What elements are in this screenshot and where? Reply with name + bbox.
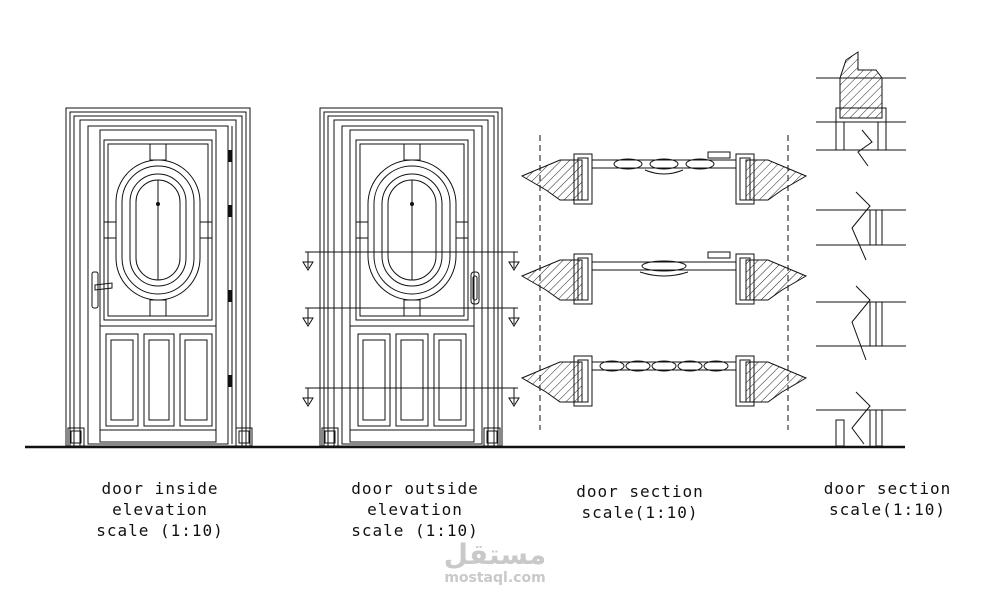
door-section-plan: [520, 135, 808, 430]
caption-line: door section: [823, 479, 952, 498]
caption-door-section-vertical: door section scale(1:10): [800, 478, 975, 520]
door-section-vertical: [816, 51, 906, 447]
plan-section-1: [520, 151, 808, 205]
caption-door-inside: door inside elevation scale (1:10): [80, 478, 240, 541]
door-outside-elevation: [302, 107, 520, 447]
section-cut-lines: [302, 251, 520, 407]
caption-line: scale (1:10): [96, 521, 224, 540]
caption-line: door section: [576, 482, 704, 501]
caption-line: elevation: [112, 500, 208, 519]
door-inside-elevation: [65, 107, 253, 447]
caption-line: door outside: [351, 479, 479, 498]
watermark: مستقل mostaql.com: [395, 538, 595, 587]
plan-section-2: [520, 251, 808, 305]
caption-line: elevation: [367, 500, 463, 519]
watermark-latin: mostaql.com: [444, 570, 546, 586]
caption-line: scale(1:10): [829, 500, 946, 519]
caption-line: scale (1:10): [351, 521, 479, 540]
plan-section-3: [520, 355, 808, 407]
caption-line: door inside: [101, 479, 219, 498]
caption-door-outside: door outside elevation scale (1:10): [330, 478, 500, 541]
watermark-arabic: مستقل: [443, 538, 547, 571]
caption-line: scale(1:10): [581, 503, 699, 522]
caption-door-section-plan: door section scale(1:10): [555, 481, 725, 523]
hinge-marks: [228, 150, 232, 387]
